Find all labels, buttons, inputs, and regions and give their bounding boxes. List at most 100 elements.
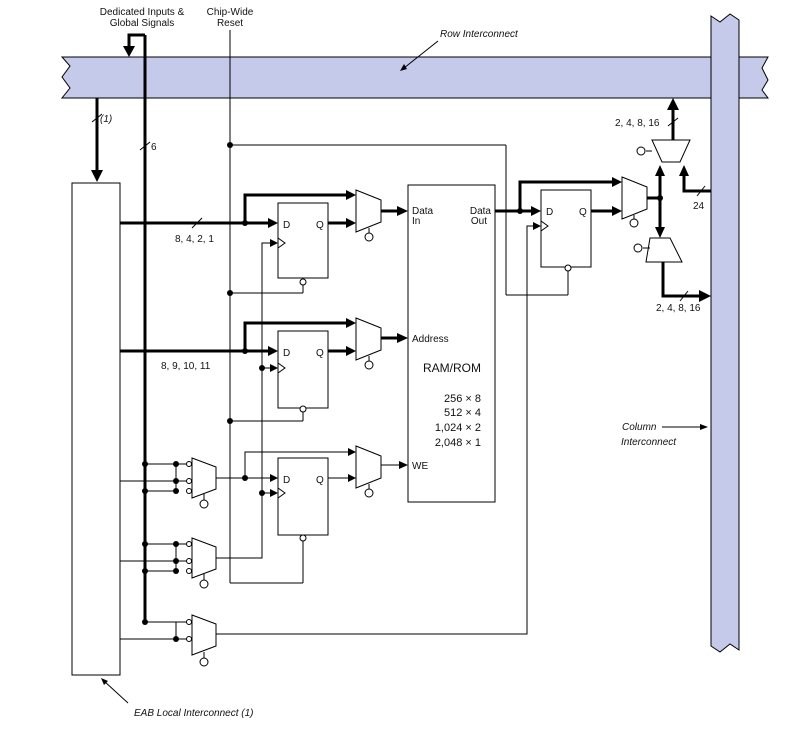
we-bypass bbox=[244, 451, 348, 478]
bus-width-bottom-right: 2, 4, 8, 16 bbox=[656, 303, 701, 314]
reset-junction-ff1 bbox=[227, 290, 233, 296]
eab-label-pointer-arrowhead bbox=[101, 678, 108, 685]
row-to-eab-arrowhead bbox=[91, 170, 103, 182]
trunk-junction-1a bbox=[142, 461, 148, 467]
trunk-junction-2b bbox=[142, 568, 148, 574]
mux-b-junction-3 bbox=[173, 568, 179, 574]
eab-label-pointer bbox=[103, 680, 129, 704]
dedicated-input-elbow bbox=[127, 33, 145, 48]
dedicated-inputs-label-line2: Global Signals bbox=[110, 18, 174, 29]
bus-width-data-in: 8, 4, 2, 1 bbox=[175, 234, 214, 245]
column-to-mux-arrowhead bbox=[679, 165, 689, 176]
column-driver-out-arrowhead bbox=[699, 290, 711, 302]
reset-junction-ff2 bbox=[227, 418, 233, 424]
trunk-junction-2a bbox=[142, 541, 148, 547]
bus-width-top-right: 2, 4, 8, 16 bbox=[615, 118, 660, 129]
column-interconnect-label-line2: Interconnect bbox=[621, 437, 677, 448]
eab-local-interconnect-block bbox=[71, 182, 121, 676]
bus-note-1: (1) bbox=[100, 114, 112, 125]
data-in-register-clock bbox=[277, 237, 286, 249]
we-register-d: D bbox=[283, 475, 290, 486]
address-register-clock bbox=[277, 362, 286, 374]
we-mux-sel-bubble bbox=[364, 488, 374, 498]
ram-port-data-in-line2: In bbox=[412, 216, 420, 227]
bus-width-24: 24 bbox=[693, 201, 705, 212]
we-mux bbox=[355, 445, 382, 489]
data-in-q-arrowhead bbox=[346, 218, 356, 228]
data-in-register-q: Q bbox=[316, 220, 324, 231]
address-mux-out-arrowhead bbox=[397, 333, 408, 343]
row-driver bbox=[651, 139, 691, 163]
data-in-register-clr-bubble bbox=[299, 278, 307, 286]
data-in-register-d: D bbox=[283, 220, 290, 231]
we-q-arrowhead bbox=[348, 474, 356, 482]
column-driver bbox=[645, 237, 683, 263]
bus-slash-bottom-right bbox=[679, 290, 689, 302]
clock-mux-b bbox=[191, 537, 217, 579]
address-mux bbox=[355, 317, 382, 361]
column-to-mux-line bbox=[682, 175, 711, 193]
row-interconnect-pointer bbox=[403, 40, 439, 69]
mux-c-input-1 bbox=[186, 619, 192, 625]
ram-title: RAM/ROM bbox=[423, 361, 481, 375]
data-out-register-q: Q bbox=[579, 207, 587, 218]
row-interconnect-pointer-arrowhead bbox=[400, 64, 407, 71]
data-out-mux-sel-bubble bbox=[629, 218, 639, 228]
address-register-clr-bubble bbox=[299, 405, 307, 413]
mux-a-junction-2 bbox=[173, 478, 179, 484]
output-bus-up-arrowhead bbox=[655, 165, 665, 176]
column-driver-sel-bubble bbox=[633, 243, 643, 253]
column-driver-out bbox=[661, 262, 700, 298]
ram-port-data-in-line1: Data bbox=[412, 206, 434, 217]
row-driver-sel-bubble bbox=[636, 146, 646, 156]
column-interconnect-bus bbox=[710, 13, 740, 653]
chip-wide-reset-label-line1: Chip-Wide bbox=[207, 7, 254, 18]
ram-port-data-out-line1: Data bbox=[470, 206, 492, 217]
clock-dist-line bbox=[216, 492, 270, 559]
bus-slash-24 bbox=[696, 185, 706, 197]
address-bypass bbox=[243, 321, 348, 351]
column-interconnect-label-line1: Column bbox=[622, 422, 657, 433]
clock-mux-a-sel-bubble bbox=[199, 499, 209, 509]
output-bus-down-arrowhead bbox=[655, 227, 665, 238]
ram-config-2: 1,024 × 2 bbox=[435, 422, 481, 434]
row-driver-out-arrowhead bbox=[667, 98, 679, 110]
address-mux-sel-bubble bbox=[364, 360, 374, 370]
row-interconnect-bus bbox=[60, 56, 769, 99]
clock-dist-ff2-arrowhead bbox=[270, 364, 278, 372]
data-in-mux bbox=[355, 189, 382, 233]
dedicated-input-arrowhead bbox=[123, 46, 135, 57]
trunk-junction-1b bbox=[142, 488, 148, 494]
data-in-register bbox=[277, 202, 329, 279]
mux-b-input-1 bbox=[186, 541, 192, 547]
clock-mux-a bbox=[191, 457, 217, 499]
bus-slash-top-right bbox=[667, 117, 679, 127]
we-mux-out-arrowhead bbox=[270, 474, 278, 482]
clock-mux-c-out bbox=[216, 225, 533, 635]
ram-port-address: Address bbox=[412, 334, 449, 345]
data-in-bypass bbox=[243, 193, 348, 223]
clock-mux-c bbox=[191, 614, 217, 656]
address-bypass-arrowhead bbox=[346, 318, 356, 328]
chip-wide-reset-label-line2: Reset bbox=[217, 18, 243, 29]
ram-rom-block bbox=[407, 184, 496, 503]
data-in-bus-arrowhead bbox=[268, 218, 278, 228]
data-in-mux-out-arrowhead bbox=[397, 206, 408, 216]
mux-a-input-1 bbox=[186, 461, 192, 467]
clock-dist-ff2 bbox=[261, 367, 270, 493]
mux-b-junction-2 bbox=[173, 558, 179, 564]
ram-port-data-out-line2: Out bbox=[471, 216, 487, 227]
trunk-junction-3a bbox=[142, 619, 148, 625]
bus-width-6: 6 bbox=[151, 142, 157, 153]
data-out-q-arrowhead bbox=[612, 206, 622, 216]
data-in-mux-sel-bubble bbox=[364, 232, 374, 242]
we-register bbox=[277, 457, 329, 536]
clock-mux-c-out-arrowhead bbox=[533, 222, 541, 230]
clock-dist-junction-ff3 bbox=[259, 490, 265, 496]
bus-slash-data-in bbox=[191, 217, 203, 229]
data-out-bus-arrowhead bbox=[531, 206, 541, 216]
bus-slash-note bbox=[91, 113, 103, 123]
dedicated-inputs-label-line1: Dedicated Inputs & bbox=[100, 7, 185, 18]
address-register-d: D bbox=[283, 348, 290, 359]
